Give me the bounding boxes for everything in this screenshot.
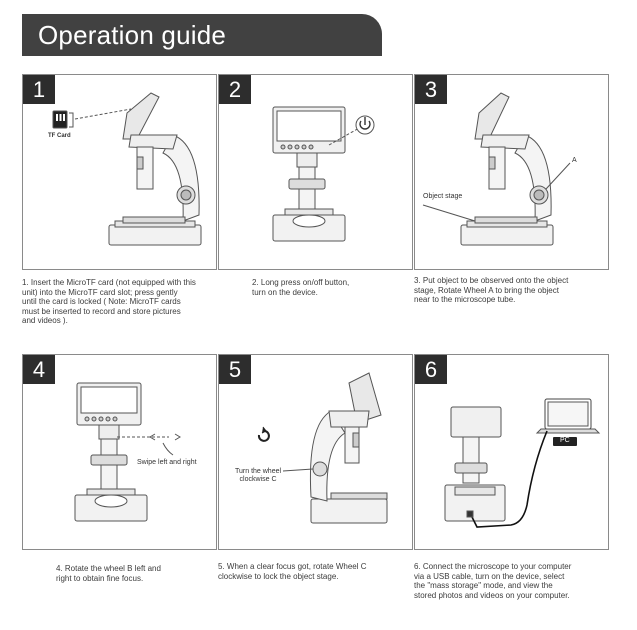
step-4-caption: 4. Rotate the wheel B left and right to … xyxy=(56,564,161,583)
step-number: 2 xyxy=(219,75,251,104)
step-number: 1 xyxy=(23,75,55,104)
step-1-caption: 1. Insert the MicroTF card (not equipped… xyxy=(22,278,196,326)
pc-label: PC xyxy=(560,437,570,444)
step-1-panel: 1 TF Card xyxy=(22,74,217,270)
turn-wheel-label: Turn the wheel clockwise C xyxy=(235,468,282,483)
step-3-caption: 3. Put object to be observed onto the ob… xyxy=(414,276,569,305)
swipe-label: Swipe left and right xyxy=(137,459,197,466)
step-number: 5 xyxy=(219,355,251,384)
step-6-caption: 6. Connect the microscope to your comput… xyxy=(414,562,572,600)
object-stage-label: Object stage xyxy=(423,193,463,200)
step-5-caption: 5. When a clear focus got, rotate Wheel … xyxy=(218,562,367,581)
step-number: 6 xyxy=(415,355,447,384)
microscope-side-illustration xyxy=(257,372,388,524)
step-number: 3 xyxy=(415,75,447,104)
tf-card-label: TF Card xyxy=(48,133,71,139)
microscope-front-illustration xyxy=(272,106,375,242)
microscope-side-illustration xyxy=(422,92,571,246)
microscope-side-illustration xyxy=(52,92,202,246)
step-5-panel: 5 Turn the wheel clockwise C xyxy=(218,354,413,550)
wheel-a-label: A xyxy=(572,157,577,164)
step-3-panel: 3 A Object stage xyxy=(414,74,609,270)
step-2-panel: 2 xyxy=(218,74,413,270)
title-banner: Operation guide xyxy=(22,14,382,56)
step-4-panel: 4 Swipe left and right xyxy=(22,354,217,550)
step-2-caption: 2. Long press on/off button, turn on the… xyxy=(252,278,350,297)
microscope-front-illustration xyxy=(74,382,181,522)
step-number: 4 xyxy=(23,355,55,384)
microscope-pc-illustration xyxy=(444,398,601,528)
step-6-panel: 6 PC xyxy=(414,354,609,550)
page-title: Operation guide xyxy=(38,20,227,50)
